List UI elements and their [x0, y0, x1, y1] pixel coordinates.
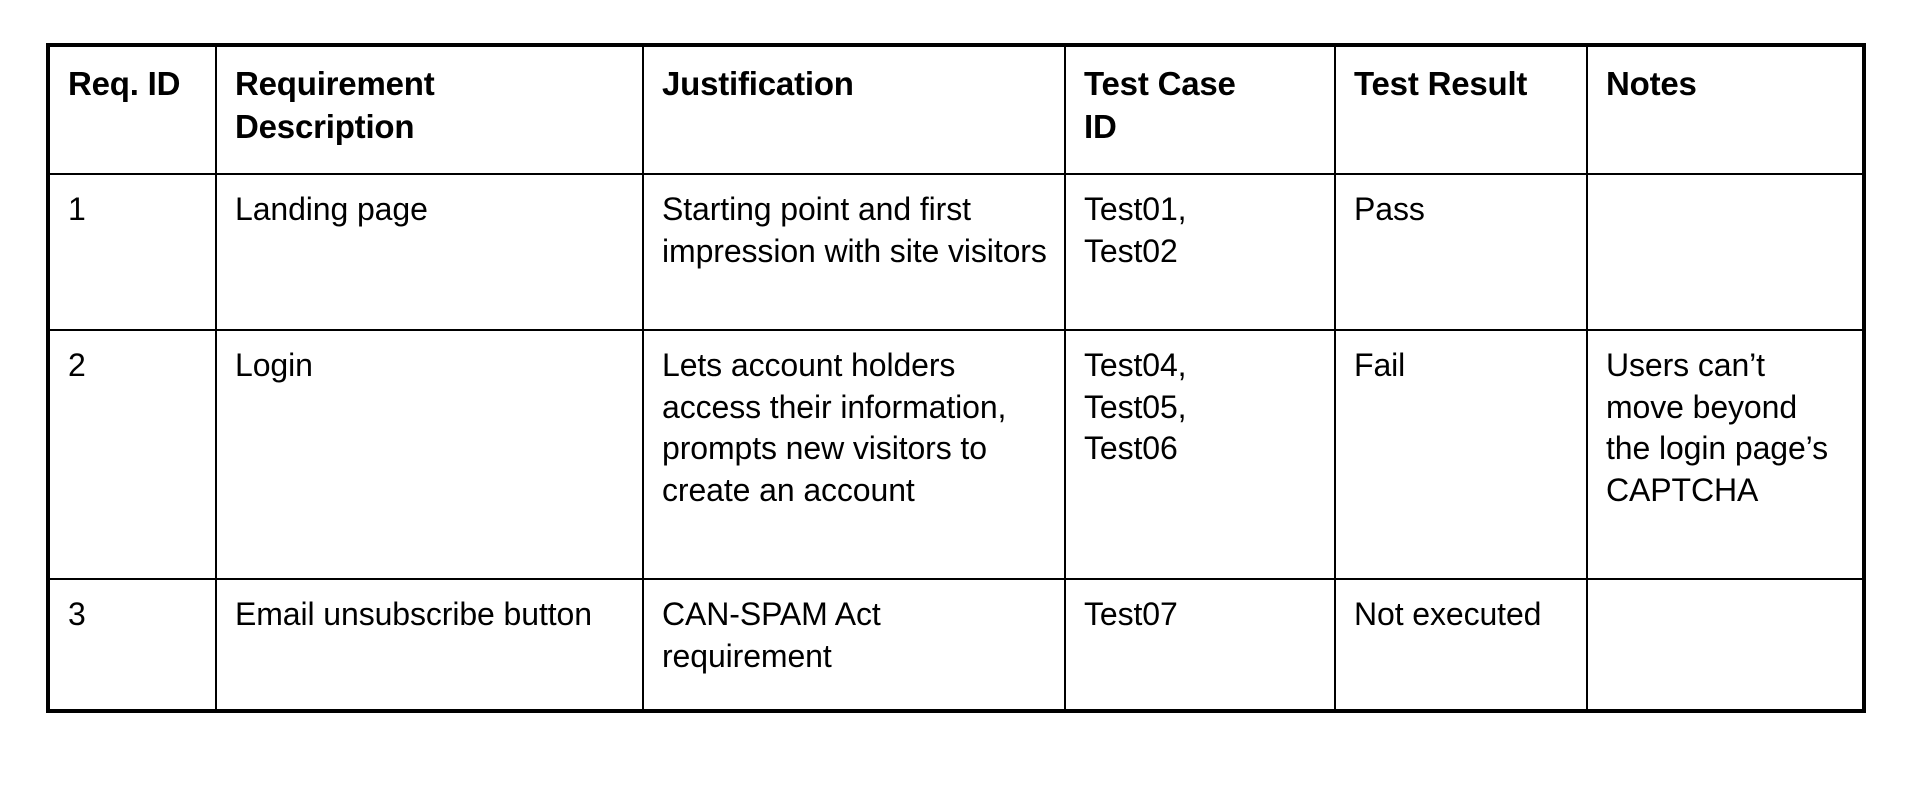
column-header-justification: Justification	[642, 44, 1066, 175]
requirements-traceability-matrix: Req. ID Requirement Description Justific…	[46, 43, 1866, 713]
cell-notes	[1586, 173, 1865, 331]
cell-test-case-id: Test04, Test05, Test06	[1064, 329, 1336, 580]
column-header-notes: Notes	[1586, 44, 1865, 175]
cell-justification: Starting point and first impression with…	[642, 173, 1066, 331]
cell-notes	[1586, 578, 1865, 712]
column-header-req-id: Req. ID	[47, 44, 217, 175]
cell-req-id: 3	[47, 578, 217, 712]
cell-description: Landing page	[215, 173, 644, 331]
cell-req-id: 2	[47, 329, 217, 580]
column-header-test-case-id: Test Case ID	[1064, 44, 1336, 175]
cell-test-result: Pass	[1334, 173, 1588, 331]
cell-description: Email unsubscribe button	[215, 578, 644, 712]
cell-test-result: Fail	[1334, 329, 1588, 580]
table-row: 1 Landing page Starting point and first …	[47, 173, 1865, 331]
table-row: 3 Email unsubscribe button CAN-SPAM Act …	[47, 578, 1865, 712]
table-row: 2 Login Lets account holders access thei…	[47, 329, 1865, 580]
column-header-description: Requirement Description	[215, 44, 644, 175]
cell-req-id: 1	[47, 173, 217, 331]
cell-justification: CAN-SPAM Act requirement	[642, 578, 1066, 712]
table-header-row: Req. ID Requirement Description Justific…	[47, 44, 1865, 175]
cell-test-result: Not executed	[1334, 578, 1588, 712]
cell-test-case-id: Test01, Test02	[1064, 173, 1336, 331]
cell-justification: Lets account holders access their inform…	[642, 329, 1066, 580]
table-header: Req. ID Requirement Description Justific…	[47, 44, 1865, 175]
cell-test-case-id: Test07	[1064, 578, 1336, 712]
cell-description: Login	[215, 329, 644, 580]
traceability-matrix-container: Req. ID Requirement Description Justific…	[46, 43, 1866, 713]
table-body: 1 Landing page Starting point and first …	[47, 173, 1865, 712]
column-header-test-result: Test Result	[1334, 44, 1588, 175]
cell-notes: Users can’t move beyond the login page’s…	[1586, 329, 1865, 580]
